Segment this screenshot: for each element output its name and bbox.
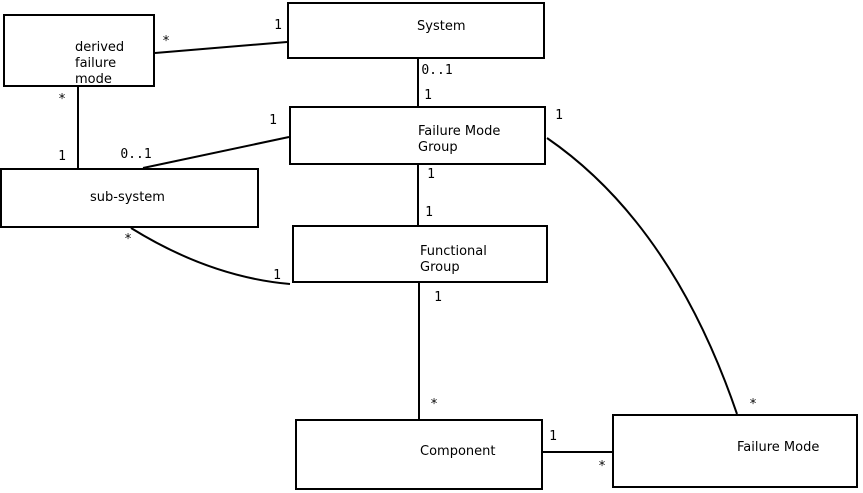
cardinality-derived-failure-mode-sub-system-near-sub-system: 1 — [58, 149, 66, 164]
cardinality-component-failure-mode-near-component: 1 — [549, 429, 557, 444]
box-label-system: System — [417, 19, 466, 34]
cardinality-fmg-functional-group-near-fmg: 1 — [427, 167, 435, 182]
cardinality-system-fmg-near-fmg: 1 — [424, 88, 432, 103]
edge-derived-failure-mode-system — [154, 41, 288, 54]
cardinality-sub-system-fmg-near-sub-system: 0..1 — [120, 147, 152, 162]
cardinality-system-fmg-near-system: 0..1 — [421, 63, 453, 78]
cardinality-functional-group-component-near-functional-group: 1 — [434, 290, 442, 305]
box-derived-failure-mode: derived failure mode — [3, 14, 155, 87]
box-failure-mode: Failure Mode — [612, 414, 858, 488]
box-failure-mode-group: Failure Mode Group — [289, 106, 546, 165]
cardinality-sub-system-functional-group-near-sub-system: * — [124, 232, 132, 247]
cardinality-fmg-failure-mode-near-fmg: 1 — [555, 108, 563, 123]
edge-sub-system-failure-mode-group — [142, 136, 290, 169]
box-label-sub-system: sub-system — [90, 190, 165, 205]
box-label-failure-mode: Failure Mode — [737, 440, 820, 455]
cardinality-derived-failure-mode-system-near-derived: * — [162, 34, 170, 49]
cardinality-fmg-failure-mode-near-failure-mode: * — [749, 397, 757, 412]
box-system: System — [287, 2, 545, 59]
box-label-component: Component — [420, 444, 496, 459]
cardinality-derived-failure-mode-system-near-system: 1 — [274, 18, 282, 33]
cardinality-fmg-functional-group-near-functional-group: 1 — [425, 205, 433, 220]
cardinality-functional-group-component-near-component: * — [430, 397, 438, 412]
box-component: Component — [295, 419, 543, 490]
box-label-functional-group: Functional Group — [420, 244, 487, 275]
box-functional-group: Functional Group — [292, 225, 548, 283]
edge-failure-mode-group-failure-mode — [546, 137, 738, 415]
cardinality-sub-system-functional-group-near-functional-group: 1 — [273, 268, 281, 283]
edge-sub-system-functional-group — [130, 227, 291, 285]
box-label-derived-failure-mode: derived failure mode — [75, 40, 125, 87]
box-sub-system: sub-system — [0, 168, 259, 228]
box-label-failure-mode-group: Failure Mode Group — [418, 124, 501, 155]
cardinality-sub-system-fmg-near-fmg: 1 — [269, 113, 277, 128]
cardinality-component-failure-mode-near-failure-mode: * — [598, 459, 606, 474]
cardinality-derived-failure-mode-sub-system-near-derived: * — [58, 92, 66, 107]
